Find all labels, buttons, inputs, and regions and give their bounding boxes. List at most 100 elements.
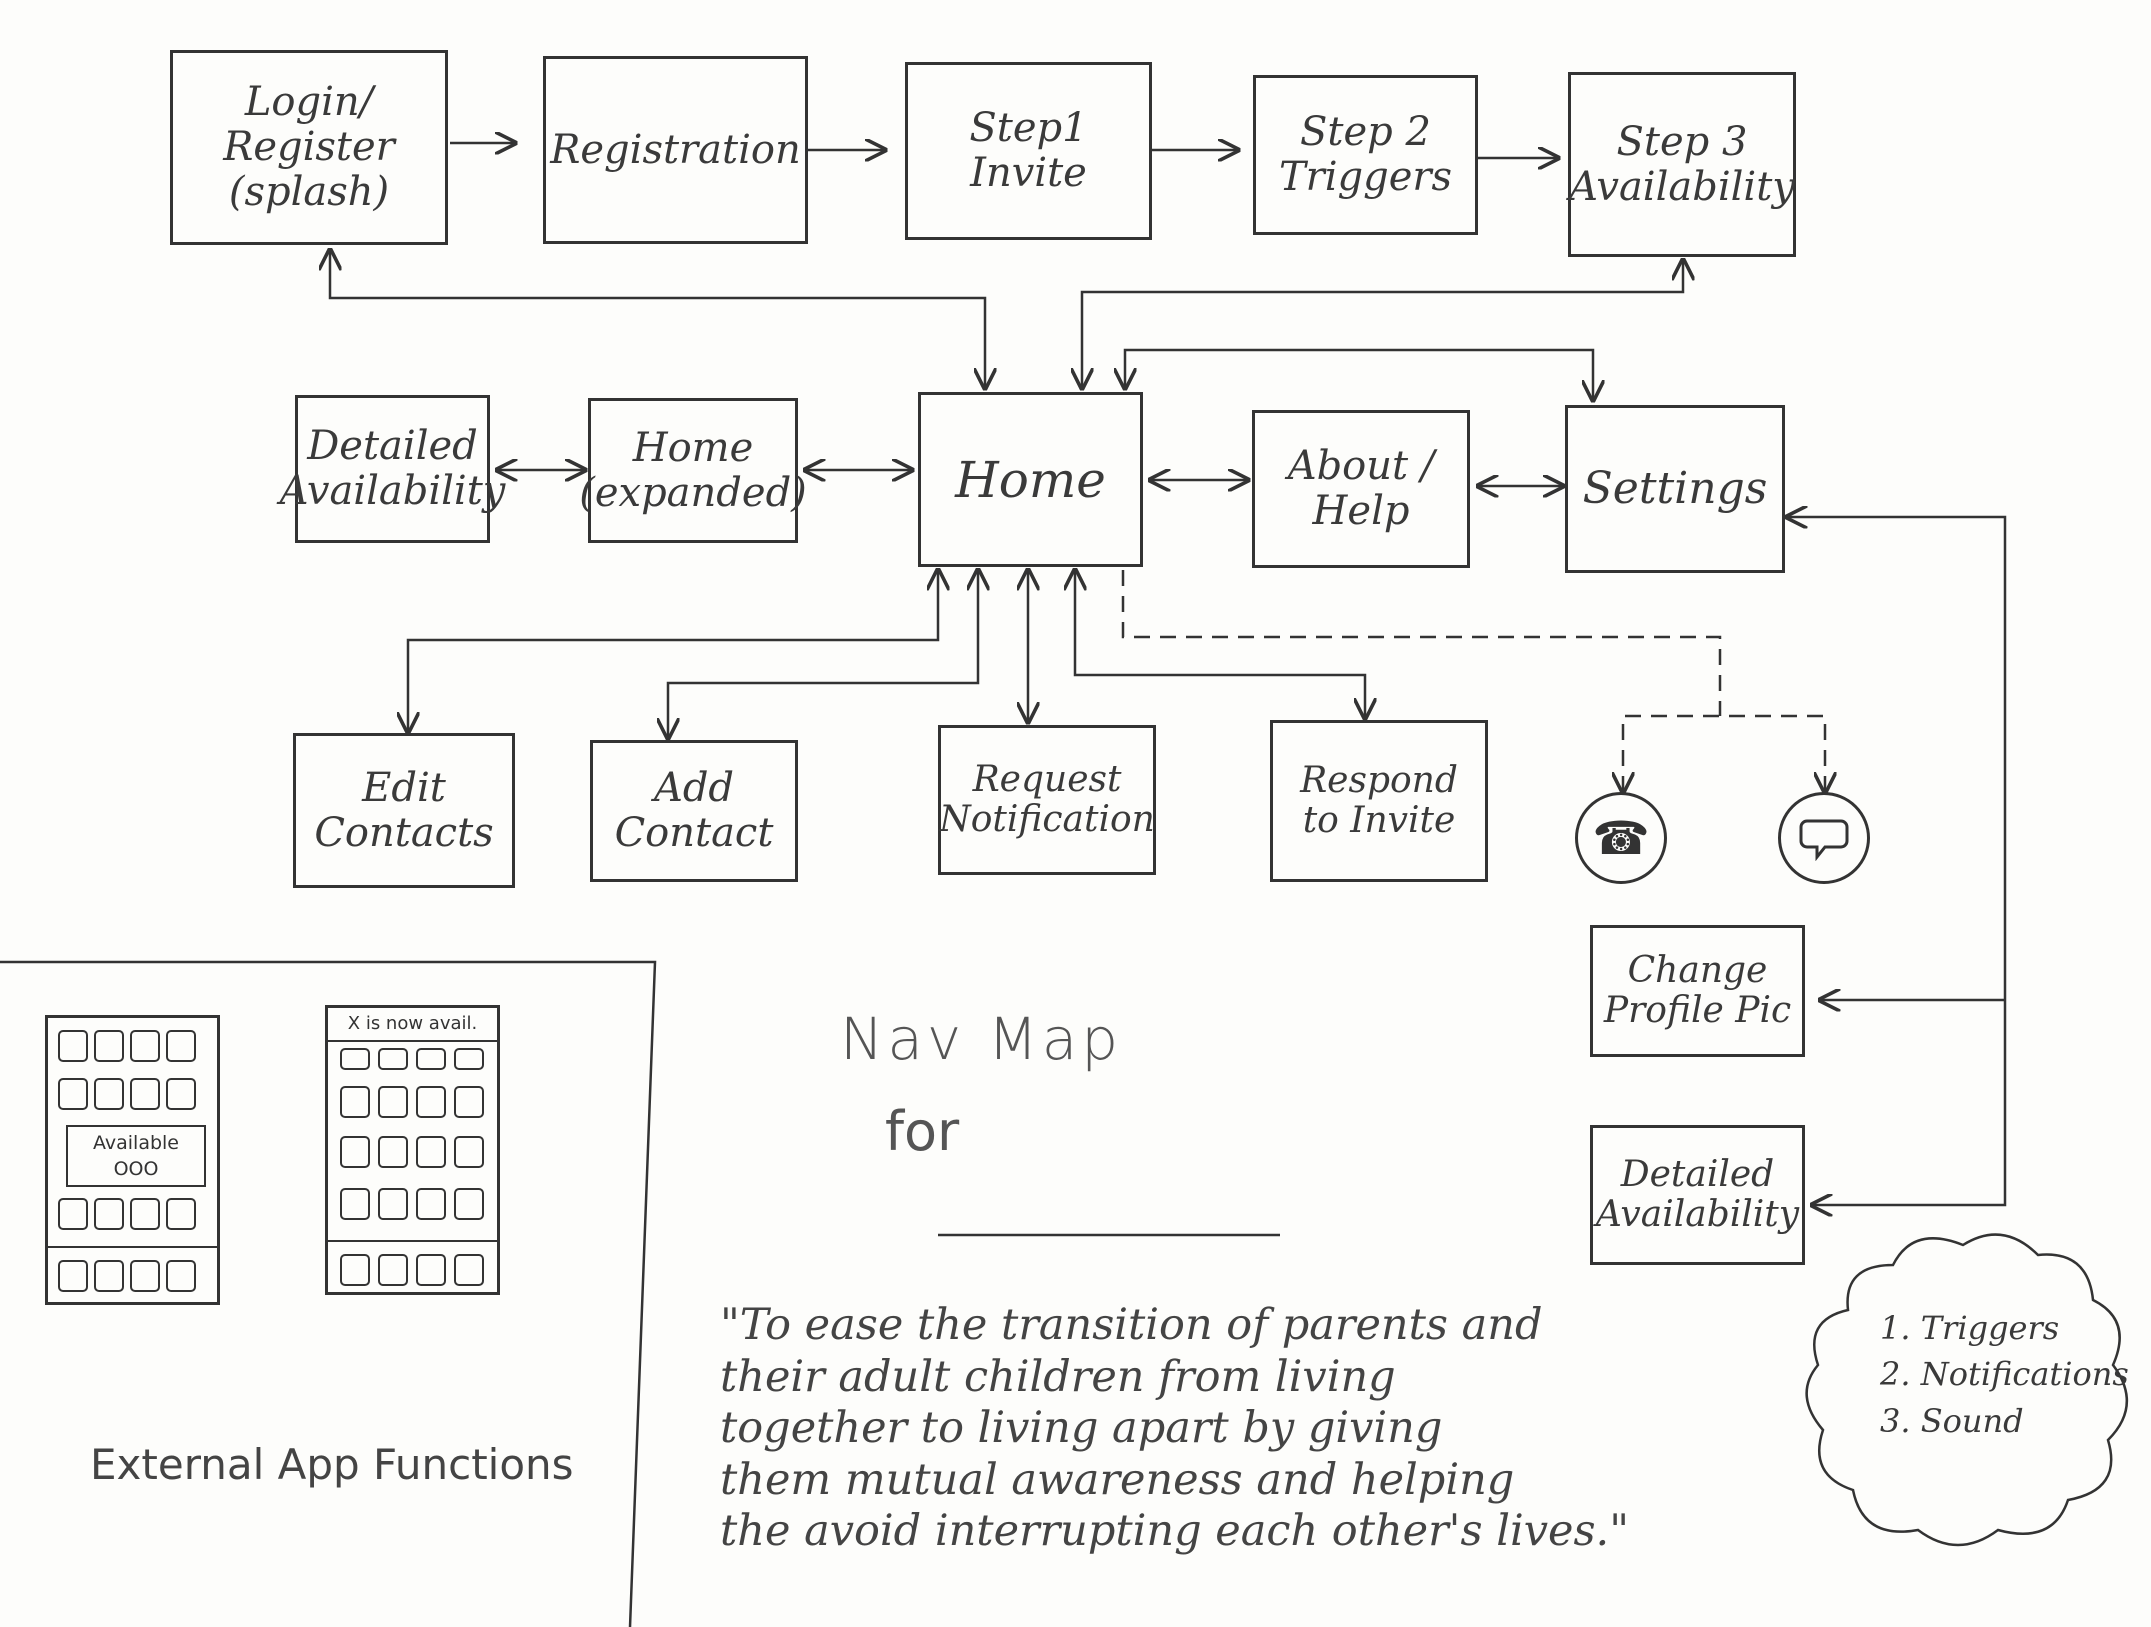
app-icon: [130, 1030, 160, 1062]
app-icon: [94, 1078, 124, 1110]
dock-icon: [416, 1254, 446, 1286]
request-notification-box: Request Notification: [938, 725, 1156, 875]
arrow-home-settings: [1125, 348, 1593, 400]
detailed-availability-left-label: Detailed Availability: [279, 423, 506, 514]
popup-dots: OOO: [113, 1158, 159, 1180]
detailed-availability-left-box: Detailed Availability: [280, 395, 505, 543]
speech-bubble-glyph: [1799, 819, 1849, 861]
app-icon: [416, 1048, 446, 1070]
app-icon: [340, 1048, 370, 1070]
dock-divider: [328, 1240, 497, 1242]
edit-contacts-box: Edit Contacts: [293, 733, 515, 888]
app-icon: [378, 1086, 408, 1118]
phone-sketch-right: X is now avail.: [325, 1005, 500, 1295]
dock-divider: [48, 1246, 217, 1248]
request-notification-label: Request Notification: [939, 758, 1155, 840]
respond-to-invite-label: Respond to Invite: [1300, 759, 1458, 841]
app-icon: [416, 1188, 446, 1220]
title-line1: Nav Map: [840, 1005, 1123, 1073]
app-icon: [130, 1078, 160, 1110]
respond-to-invite-box: Respond to Invite: [1270, 720, 1488, 882]
home-expanded-label: Home (expanded): [579, 424, 807, 516]
app-icon: [94, 1030, 124, 1062]
app-icon: [454, 1188, 484, 1220]
dock-icon: [166, 1260, 196, 1292]
add-contact-box: Add Contact: [590, 740, 798, 882]
detailed-availability-right-label: Detailed Availability: [1595, 1153, 1800, 1235]
app-icon: [58, 1198, 88, 1230]
app-icon: [340, 1086, 370, 1118]
mission-quote: "To ease the transition of parents and t…: [720, 1300, 1629, 1557]
goal-item-2: 2. Notifications: [1880, 1355, 2129, 1394]
availability-popup: Available OOO: [66, 1125, 206, 1187]
about-help-box: About / Help: [1252, 410, 1470, 568]
dashed-home-external: [1121, 570, 1722, 716]
phone-sketch-left: Available OOO: [45, 1015, 220, 1305]
app-icon: [166, 1078, 196, 1110]
goals-cloud: [1805, 1233, 2128, 1547]
step3-availability-label: Step 3 Availability: [1569, 118, 1795, 210]
arrow-step3-home: [1082, 260, 1683, 388]
app-icon: [454, 1136, 484, 1168]
speech-bubble-icon: [1778, 792, 1870, 884]
app-icon: [340, 1136, 370, 1168]
app-icon: [378, 1188, 408, 1220]
dock-icon: [378, 1254, 408, 1286]
edit-contacts-label: Edit Contacts: [314, 764, 494, 856]
title-line2: for: [885, 1100, 960, 1163]
app-icon: [130, 1198, 160, 1230]
dashed-branch: [1623, 714, 1825, 792]
step2-triggers-label: Step 2 Triggers: [1278, 109, 1453, 200]
phone-icon: ☎: [1575, 792, 1667, 884]
goal-item-3: 3. Sound: [1880, 1401, 2024, 1440]
registration-label: Registration: [550, 126, 801, 173]
app-icon: [340, 1188, 370, 1220]
app-icon: [416, 1086, 446, 1118]
registration-box: Registration: [543, 56, 808, 244]
about-help-label: About / Help: [1287, 443, 1435, 534]
app-icon: [454, 1048, 484, 1070]
step1-invite-box: Step1 Invite: [905, 62, 1152, 240]
app-icon: [166, 1030, 196, 1062]
login-register-box: Login/ Register (splash): [170, 50, 448, 245]
dock-icon: [340, 1254, 370, 1286]
dock-icon: [94, 1260, 124, 1292]
arrow-home-addcontact: [668, 570, 978, 738]
settings-box: Settings: [1565, 405, 1785, 573]
dock-icon: [130, 1260, 160, 1292]
popup-title: Available: [92, 1132, 179, 1154]
notification-banner: X is now avail.: [328, 1008, 497, 1042]
detailed-availability-right-box: Detailed Availability: [1590, 1125, 1805, 1265]
app-icon: [378, 1136, 408, 1168]
app-icon: [416, 1136, 446, 1168]
arrow-home-respond: [1075, 570, 1365, 718]
app-icon: [454, 1086, 484, 1118]
step3-availability-box: Step 3 Availability: [1568, 72, 1796, 257]
external-frame: [0, 960, 657, 1627]
change-profile-pic-box: Change Profile Pic: [1590, 925, 1805, 1057]
arrow-login-home: [330, 250, 985, 388]
login-register-label: Login/ Register (splash): [223, 79, 395, 215]
app-icon: [166, 1198, 196, 1230]
external-caption: External App Functions: [90, 1440, 574, 1489]
app-icon: [58, 1030, 88, 1062]
app-icon: [378, 1048, 408, 1070]
goals-list: 1. Triggers 2. Notifications 3. Sound: [1880, 1305, 2130, 1444]
step1-invite-label: Step1 Invite: [969, 105, 1088, 196]
dock-icon: [454, 1254, 484, 1286]
arrow-settings-loop: [1787, 517, 2007, 1205]
goal-item-1: 1. Triggers: [1880, 1309, 2060, 1347]
add-contact-label: Add Contact: [614, 765, 774, 856]
step2-triggers-box: Step 2 Triggers: [1253, 75, 1478, 235]
arrow-home-editcontacts: [408, 570, 938, 732]
home-box: Home: [918, 392, 1143, 567]
app-icon: [58, 1078, 88, 1110]
dock-icon: [58, 1260, 88, 1292]
settings-label: Settings: [1582, 463, 1768, 515]
home-label: Home: [955, 450, 1106, 509]
home-expanded-box: Home (expanded): [579, 398, 807, 543]
app-icon: [94, 1198, 124, 1230]
change-profile-pic-label: Change Profile Pic: [1603, 949, 1792, 1031]
